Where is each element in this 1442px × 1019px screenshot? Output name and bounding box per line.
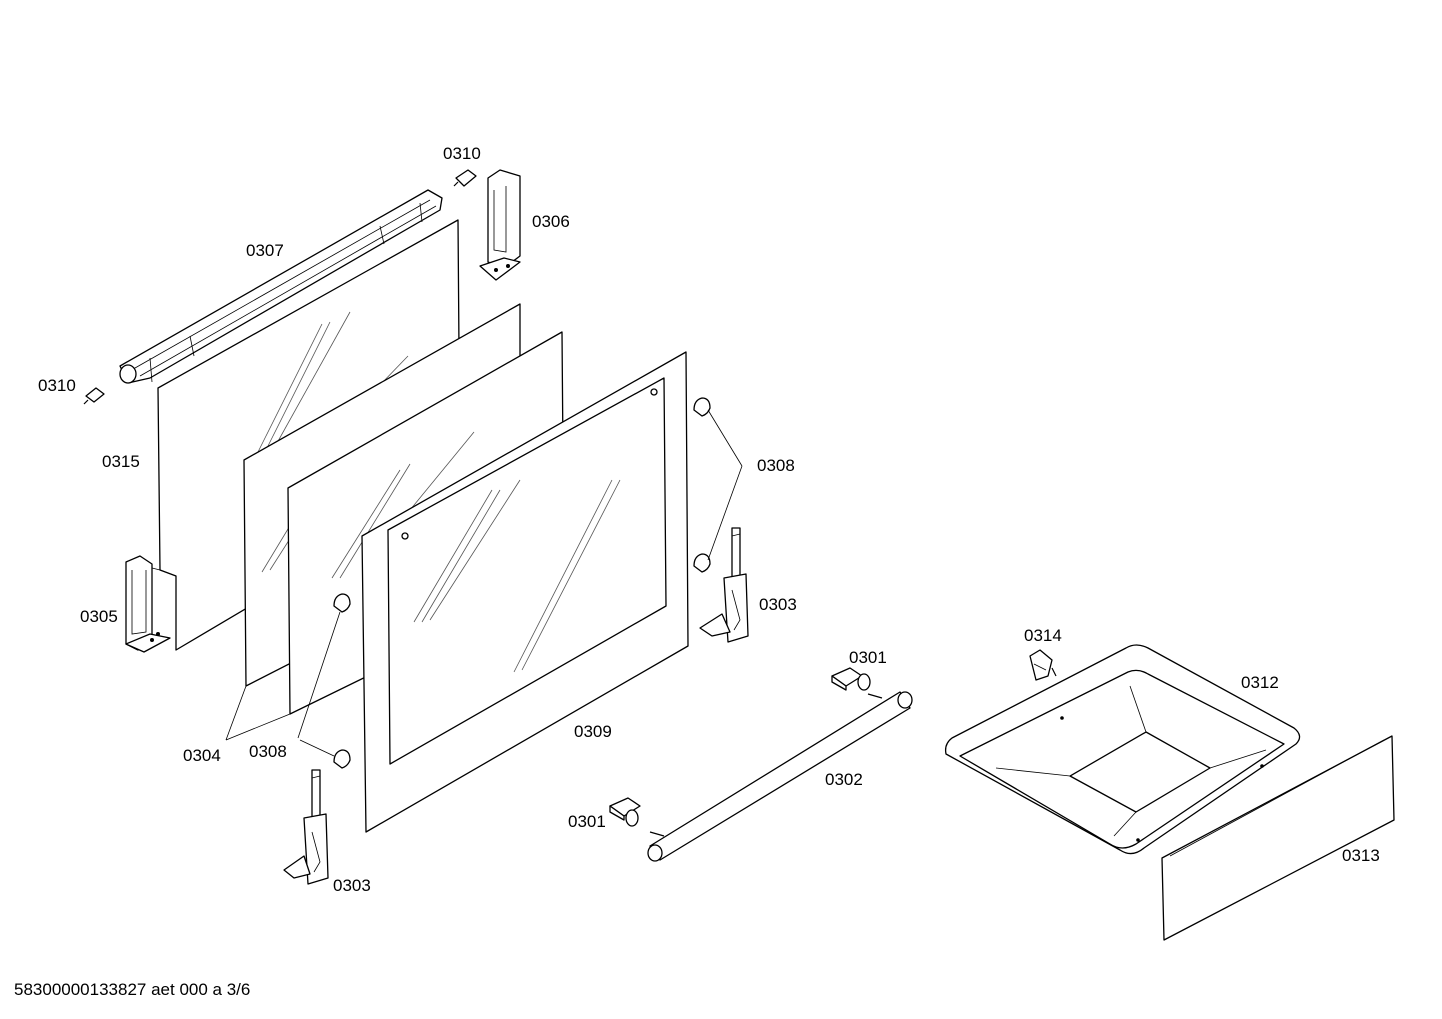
part-0303-hinge-right[interactable] [699,527,749,643]
label-0313: 0313 [1342,846,1380,865]
label-0304: 0304 [183,746,221,765]
part-0302-handle-bar[interactable] [647,691,913,862]
leader-lines [225,409,743,757]
part-0305-left-bracket[interactable] [125,555,171,653]
part-0301-handle-mount-left[interactable] [609,797,641,827]
label-0308-left: 0308 [249,742,287,761]
label-0314: 0314 [1024,626,1062,645]
part-0301-handle-mount-right[interactable] [831,667,871,691]
label-0308-right: 0308 [757,456,795,475]
label-0301-left: 0301 [568,812,606,831]
part-0312-drawer-tray[interactable] [944,644,1301,855]
label-0302: 0302 [825,770,863,789]
label-0310-left: 0310 [38,376,76,395]
label-0310-top: 0310 [443,144,481,163]
part-0307-top-trim[interactable] [119,189,443,384]
part-0303-hinge-left[interactable] [283,769,329,885]
label-0303-right: 0303 [759,595,797,614]
part-0314-drawer-clip[interactable] [1029,649,1057,681]
label-0307: 0307 [246,241,284,260]
part-0310-screw-top[interactable] [453,169,477,187]
label-0306: 0306 [532,212,570,231]
document-id: 58300000133827 aet 000 a 3/6 [14,980,251,999]
part-0309-outer-door[interactable] [361,351,689,833]
part-labels: 0310 0306 0307 0310 0315 0305 0308 0303 … [38,144,1380,895]
label-0309: 0309 [574,722,612,741]
label-0315: 0315 [102,452,140,471]
part-0310-screw-left[interactable] [83,387,105,405]
part-0313-drawer-front[interactable] [1161,735,1395,941]
part-0308-bumper-upper-right[interactable] [693,397,711,417]
label-0305: 0305 [80,607,118,626]
part-0308-bumper-glass[interactable] [333,593,351,613]
part-0306-right-bracket[interactable] [479,169,521,281]
part-0308-bumper-lower-right[interactable] [693,553,711,573]
label-0301-right: 0301 [849,648,887,667]
part-0308-bumper-lower[interactable] [333,749,351,769]
label-0303-left: 0303 [333,876,371,895]
label-0312: 0312 [1241,673,1279,692]
